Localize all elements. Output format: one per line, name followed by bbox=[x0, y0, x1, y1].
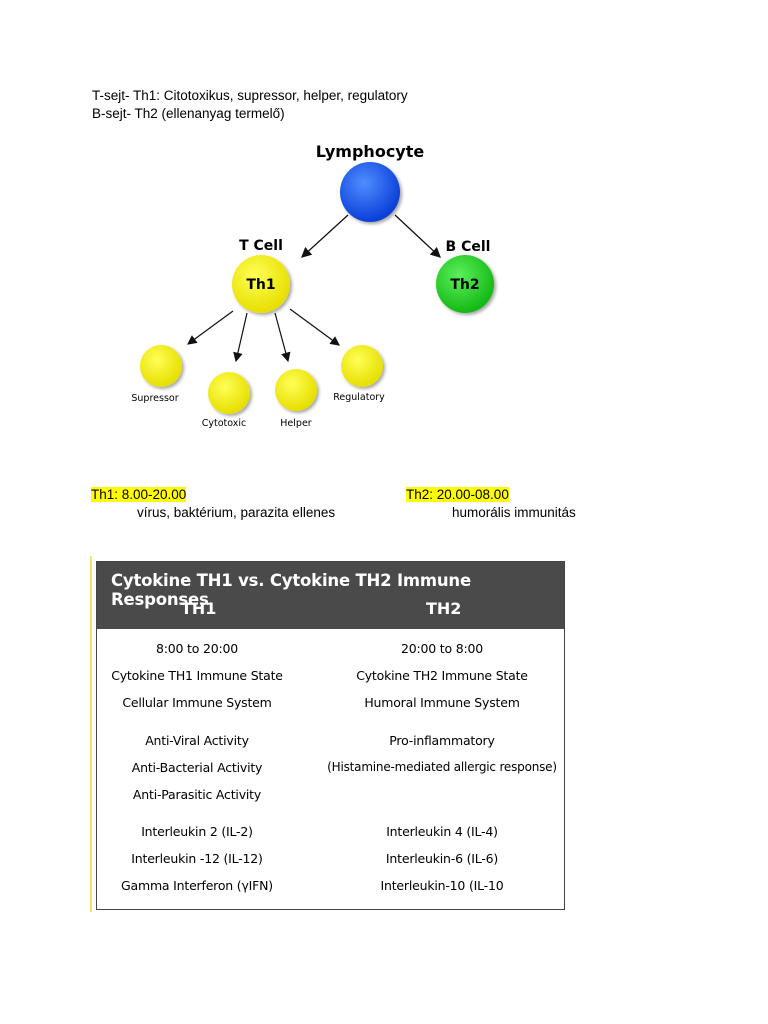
root-label: Lymphocyte bbox=[316, 142, 425, 161]
arrow-to-helper bbox=[274, 312, 291, 363]
lymphocyte-node bbox=[340, 162, 400, 222]
table-header: Cytokine TH1 vs. Cytokine TH2 Immune Res… bbox=[97, 562, 564, 629]
th2-time: Th2: 20.00-08.00 bbox=[406, 487, 509, 502]
th1-row-5: Anti-Parasitic Activity bbox=[132, 787, 262, 802]
th1-desc: vírus, baktérium, parazita ellenes bbox=[137, 505, 336, 520]
regulatory-label: Regulatory bbox=[333, 392, 385, 403]
th2-row-7: Interleukin-6 (IL-6) bbox=[385, 851, 499, 866]
arrow-to-t-cell bbox=[301, 214, 349, 258]
helper-label: Helper bbox=[280, 418, 312, 429]
th2-row-8: Interleukin-10 (IL-10 bbox=[380, 878, 504, 893]
th1-row-0: 8:00 to 20:00 bbox=[156, 641, 238, 656]
th1-row-8: Gamma Interferon (γIFN) bbox=[121, 878, 273, 893]
arrow-to-cytotoxic bbox=[233, 312, 248, 363]
th1-node bbox=[232, 255, 290, 313]
th2-label: Th2 bbox=[450, 277, 479, 293]
arrow-to-supressor bbox=[187, 310, 234, 345]
th2-node bbox=[436, 255, 494, 313]
th1-row-3: Anti-Viral Activity bbox=[145, 733, 249, 748]
th2-row-4: (Histamine-mediated allergic response) bbox=[327, 760, 557, 774]
margin-bar bbox=[90, 556, 92, 912]
th2-row-1: Cytokine TH2 Immune State bbox=[356, 668, 528, 683]
th2-row-3: Pro-inflammatory bbox=[389, 733, 495, 748]
th2-row-2: Humoral Immune System bbox=[364, 695, 520, 710]
col-th2-header: TH2 bbox=[426, 599, 462, 618]
th1-row-6: Interleukin 2 (IL-2) bbox=[141, 824, 253, 839]
cytotoxic-label: Cytotoxic bbox=[202, 418, 247, 429]
th1-time: Th1: 8.00-20.00 bbox=[91, 487, 187, 502]
table-title: Cytokine TH1 vs. Cytokine TH2 Immune Res… bbox=[111, 571, 471, 609]
cytotoxic-node bbox=[208, 372, 250, 414]
th1-row-4: Anti-Bacterial Activity bbox=[131, 760, 263, 775]
th1-label: Th1 bbox=[246, 277, 275, 293]
th1-row-7: Interleukin -12 (IL-12) bbox=[131, 851, 263, 866]
th2-row-6: Interleukin 4 (IL-4) bbox=[386, 824, 498, 839]
th2-desc: humorális immunitás bbox=[452, 505, 576, 520]
cytokine-table: Cytokine TH1 vs. Cytokine TH2 Immune Res… bbox=[96, 561, 565, 910]
lymphocyte-diagram: Lymphocyte T Cell B Cell Th1 Th2 Supress… bbox=[131, 142, 494, 429]
helper-node bbox=[275, 369, 317, 411]
supressor-label: Supressor bbox=[131, 393, 178, 404]
regulatory-node bbox=[341, 345, 383, 387]
supressor-node bbox=[140, 345, 182, 387]
th1-row-2: Cellular Immune System bbox=[122, 695, 272, 710]
arrow-to-b-cell bbox=[394, 214, 441, 258]
intro-line-2: B-sejt- Th2 (ellenanyag termelő) bbox=[92, 106, 285, 121]
th1-row-1: Cytokine TH1 Immune State bbox=[111, 668, 283, 683]
intro-line-1: T-sejt- Th1: Citotoxikus, supressor, hel… bbox=[92, 88, 408, 103]
col-th1-header: TH1 bbox=[181, 599, 217, 618]
arrow-to-regulatory bbox=[289, 308, 340, 346]
b-cell-label: B Cell bbox=[446, 239, 491, 255]
th2-row-0: 20:00 to 8:00 bbox=[401, 641, 483, 656]
t-cell-label: T Cell bbox=[239, 238, 283, 254]
